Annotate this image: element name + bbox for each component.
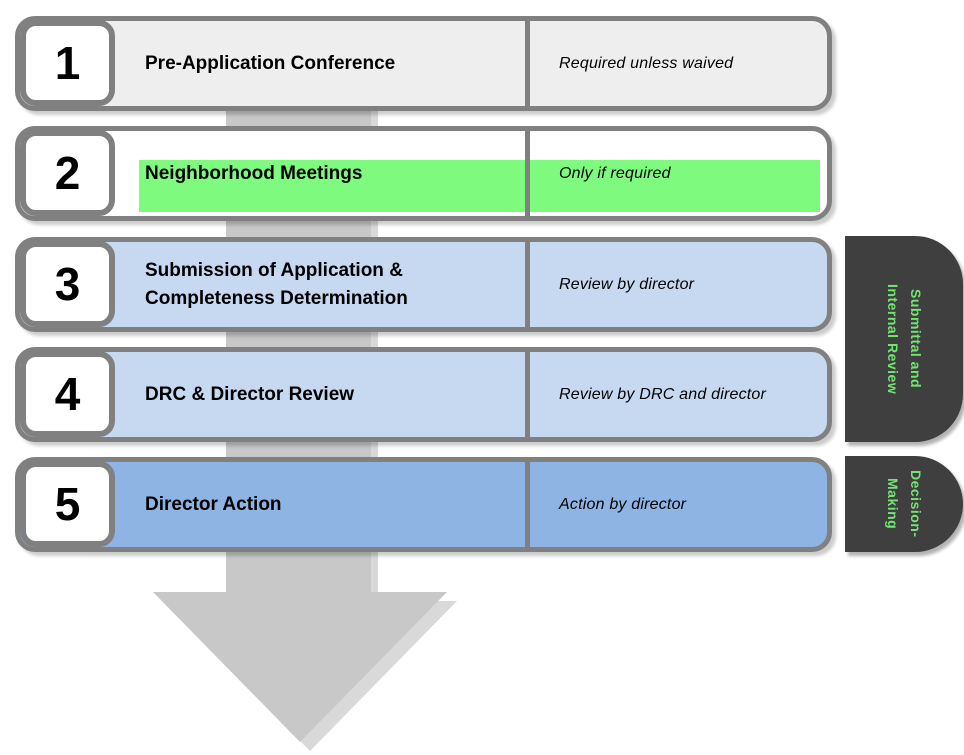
step-note: Review by director bbox=[559, 275, 695, 293]
step-note: Action by director bbox=[559, 495, 687, 513]
step-title-cell: Director Action bbox=[145, 462, 520, 547]
step-row-4: DRC & Director Review Review by DRC and … bbox=[15, 347, 832, 442]
step-number: 3 bbox=[54, 258, 81, 310]
side-tab-label-line2: Making bbox=[885, 478, 901, 530]
column-divider bbox=[525, 462, 530, 547]
step-note-cell: Action by director bbox=[559, 462, 817, 547]
side-tab-label: Decision- Making bbox=[881, 470, 927, 538]
step-note: Only if required bbox=[559, 164, 671, 182]
step-title: Neighborhood Meetings bbox=[145, 162, 363, 184]
step-number-box-5: 5 bbox=[20, 461, 115, 547]
step-row-1: Pre-Application Conference Required unle… bbox=[15, 16, 832, 111]
step-title: Submission of Application & Completeness… bbox=[145, 259, 408, 309]
step-number-box-2: 2 bbox=[20, 130, 115, 216]
side-tab-submittal-internal-review: Submittal and Internal Review bbox=[845, 236, 963, 442]
step-number: 1 bbox=[54, 37, 81, 89]
step-title: Pre-Application Conference bbox=[145, 52, 396, 74]
step-note-cell: Review by director bbox=[559, 242, 817, 327]
step-row-3: Submission of Application & Completeness… bbox=[15, 237, 832, 332]
step-note: Required unless waived bbox=[559, 54, 734, 72]
column-divider bbox=[525, 352, 530, 437]
side-tab-label-line1: Submittal and bbox=[908, 289, 924, 389]
side-tab-label: Submittal and Internal Review bbox=[881, 284, 927, 394]
green-highlight-band bbox=[139, 160, 820, 212]
step-row-2: Neighborhood Meetings Only if required bbox=[15, 126, 832, 221]
step-title: Director Action bbox=[145, 493, 282, 515]
step-title: DRC & Director Review bbox=[145, 383, 355, 405]
step-number: 4 bbox=[54, 368, 81, 420]
step-note-cell: Required unless waived bbox=[559, 21, 817, 106]
step-note: Review by DRC and director bbox=[559, 385, 767, 403]
step-title-cell: DRC & Director Review bbox=[145, 352, 520, 437]
step-number: 2 bbox=[54, 147, 81, 199]
step-number: 5 bbox=[54, 478, 81, 530]
step-note-cell: Review by DRC and director bbox=[559, 352, 817, 437]
step-title-cell: Pre-Application Conference bbox=[145, 21, 520, 106]
side-tab-decision-making: Decision- Making bbox=[845, 456, 963, 552]
step-number-box-4: 4 bbox=[20, 351, 115, 437]
column-divider bbox=[525, 242, 530, 327]
column-divider bbox=[525, 21, 530, 106]
step-number-box-1: 1 bbox=[20, 20, 115, 106]
step-number-box-3: 3 bbox=[20, 241, 115, 327]
side-tab-label-line1: Decision- bbox=[908, 470, 924, 538]
step-note-cell: Only if required bbox=[559, 131, 817, 216]
column-divider bbox=[525, 131, 530, 216]
step-title-cell: Submission of Application & Completeness… bbox=[145, 242, 520, 327]
side-tab-label-line2: Internal Review bbox=[885, 283, 901, 395]
step-title-cell: Neighborhood Meetings bbox=[145, 131, 520, 216]
flow-arrowhead-icon bbox=[153, 592, 447, 742]
step-row-5: Director Action Action by director bbox=[15, 457, 832, 552]
flow-arrow-shaft-highlight bbox=[371, 80, 378, 596]
